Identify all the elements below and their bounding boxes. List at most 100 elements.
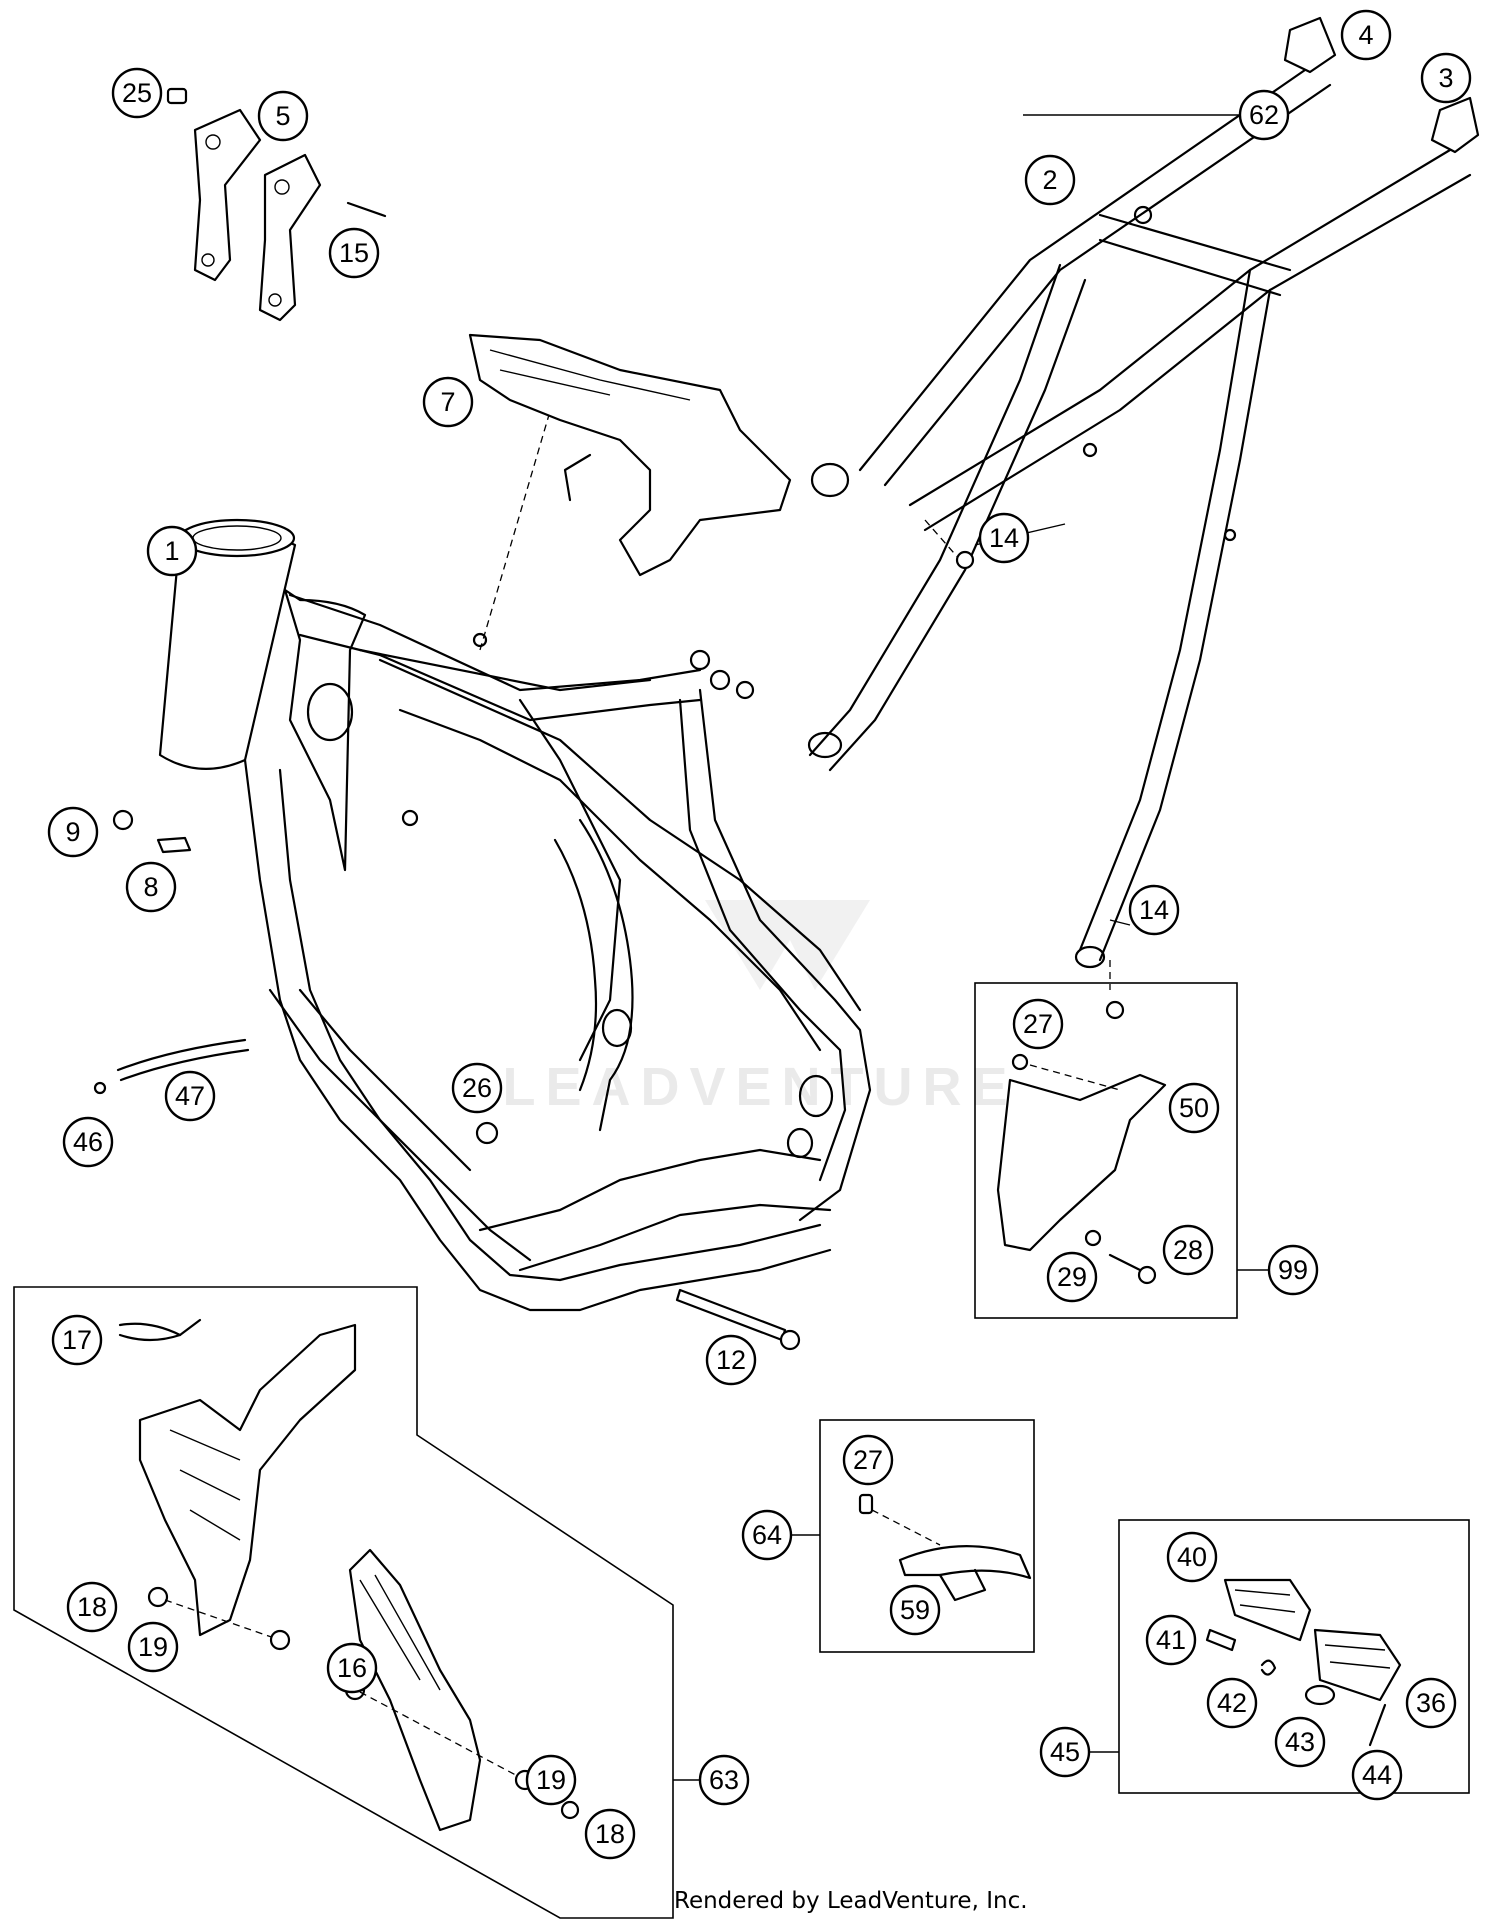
watermark: LEADVENTURE <box>502 900 1017 1117</box>
callout-41: 41 <box>1145 1614 1197 1666</box>
svg-text:27: 27 <box>853 1445 883 1475</box>
callout-19-right: 19 <box>525 1754 577 1806</box>
callout-9: 9 <box>47 806 99 858</box>
bolt-12 <box>675 1288 801 1351</box>
svg-text:14: 14 <box>1139 895 1169 925</box>
callout-4: 4 <box>1340 9 1392 61</box>
svg-text:14: 14 <box>989 523 1019 553</box>
callout-62: 62 <box>1238 89 1290 141</box>
svg-text:18: 18 <box>77 1592 107 1622</box>
svg-text:5: 5 <box>275 101 290 131</box>
svg-text:26: 26 <box>462 1073 492 1103</box>
footpeg-36 <box>1313 1628 1402 1702</box>
callout-45: 45 <box>1039 1726 1091 1778</box>
svg-text:44: 44 <box>1362 1760 1392 1790</box>
svg-text:19: 19 <box>138 1632 168 1662</box>
kit-box-63 <box>13 1286 700 1919</box>
callout-26: 26 <box>451 1062 503 1114</box>
svg-text:29: 29 <box>1057 1262 1087 1292</box>
callout-50: 50 <box>1168 1082 1220 1134</box>
callout-28: 28 <box>1162 1224 1214 1276</box>
callout-43: 43 <box>1274 1716 1326 1768</box>
hose-47 <box>93 1038 250 1095</box>
bolt-8 <box>156 836 192 854</box>
svg-text:46: 46 <box>73 1127 103 1157</box>
callout-47: 47 <box>164 1070 216 1122</box>
callout-5: 5 <box>257 90 309 142</box>
nut-26 <box>475 1121 499 1145</box>
footpeg-40 <box>1223 1578 1312 1642</box>
svg-text:3: 3 <box>1438 63 1453 93</box>
callout-19-left: 19 <box>127 1621 179 1673</box>
kit-box-99 <box>974 982 1268 1319</box>
svg-text:18: 18 <box>595 1819 625 1849</box>
svg-text:45: 45 <box>1050 1737 1080 1767</box>
chain-guide-50 <box>996 1053 1167 1285</box>
svg-text:41: 41 <box>1156 1625 1186 1655</box>
callout-40: 40 <box>1166 1531 1218 1583</box>
callout-25: 25 <box>111 67 163 119</box>
end-cap-4 <box>1283 16 1337 74</box>
svg-text:63: 63 <box>709 1765 739 1795</box>
svg-text:1: 1 <box>164 536 179 566</box>
svg-text:19: 19 <box>536 1765 566 1795</box>
svg-text:28: 28 <box>1173 1235 1203 1265</box>
svg-text:16: 16 <box>337 1653 367 1683</box>
frame-protector-63 <box>118 1318 580 1832</box>
callout-27-box64: 27 <box>842 1434 894 1486</box>
bolt-14-lower <box>1105 1000 1125 1020</box>
svg-text:4: 4 <box>1358 20 1373 50</box>
footpeg-hardware <box>1205 1628 1387 1747</box>
callout-59: 59 <box>889 1584 941 1636</box>
callout-18-right: 18 <box>584 1808 636 1860</box>
callout-15: 15 <box>328 227 380 279</box>
svg-text:36: 36 <box>1416 1688 1446 1718</box>
footer-credit: Rendered by LeadVenture, Inc. <box>674 1888 1028 1914</box>
svg-text:43: 43 <box>1285 1727 1315 1757</box>
svg-text:27: 27 <box>1023 1009 1053 1039</box>
callout-27-box99: 27 <box>1012 998 1064 1050</box>
engine-brackets <box>166 87 387 322</box>
callout-64: 64 <box>741 1509 793 1561</box>
svg-text:40: 40 <box>1177 1542 1207 1572</box>
svg-text:2: 2 <box>1042 165 1057 195</box>
subframe <box>807 68 1472 990</box>
nut-9 <box>112 809 134 831</box>
kit-box-64 <box>792 1419 1035 1653</box>
svg-text:47: 47 <box>175 1081 205 1111</box>
callout-44: 44 <box>1351 1749 1403 1801</box>
callout-8: 8 <box>125 861 177 913</box>
callout-2: 2 <box>1024 154 1076 206</box>
kit-box-45 <box>1090 1519 1470 1794</box>
callout-14-upper: 14 <box>978 512 1030 564</box>
svg-text:62: 62 <box>1249 100 1279 130</box>
svg-text:59: 59 <box>900 1595 930 1625</box>
end-cap-3 <box>1430 96 1480 154</box>
callout-7: 7 <box>422 376 474 428</box>
svg-text:99: 99 <box>1278 1255 1308 1285</box>
engine-guard-7 <box>468 333 792 577</box>
callout-46: 46 <box>62 1116 114 1168</box>
svg-text:50: 50 <box>1179 1093 1209 1123</box>
callout-99: 99 <box>1267 1244 1319 1296</box>
svg-text:17: 17 <box>62 1325 92 1355</box>
watermark-text: LEADVENTURE <box>502 1057 1017 1117</box>
svg-text:8: 8 <box>143 872 158 902</box>
callout-3: 3 <box>1420 52 1472 104</box>
callout-16: 16 <box>326 1642 378 1694</box>
bolt-14-upper <box>924 519 975 570</box>
svg-text:7: 7 <box>440 387 455 417</box>
callout-1: 1 <box>146 525 198 577</box>
callout-12: 12 <box>705 1334 757 1386</box>
callout-18-left: 18 <box>66 1581 118 1633</box>
callout-36: 36 <box>1405 1677 1457 1729</box>
callout-14-lower: 14 <box>1128 884 1180 936</box>
callout-29: 29 <box>1046 1251 1098 1303</box>
svg-text:64: 64 <box>752 1520 782 1550</box>
svg-text:15: 15 <box>339 238 369 268</box>
callout-63: 63 <box>698 1754 750 1806</box>
callout-42: 42 <box>1206 1677 1258 1729</box>
main-frame <box>158 366 872 1312</box>
callout-17: 17 <box>51 1314 103 1366</box>
